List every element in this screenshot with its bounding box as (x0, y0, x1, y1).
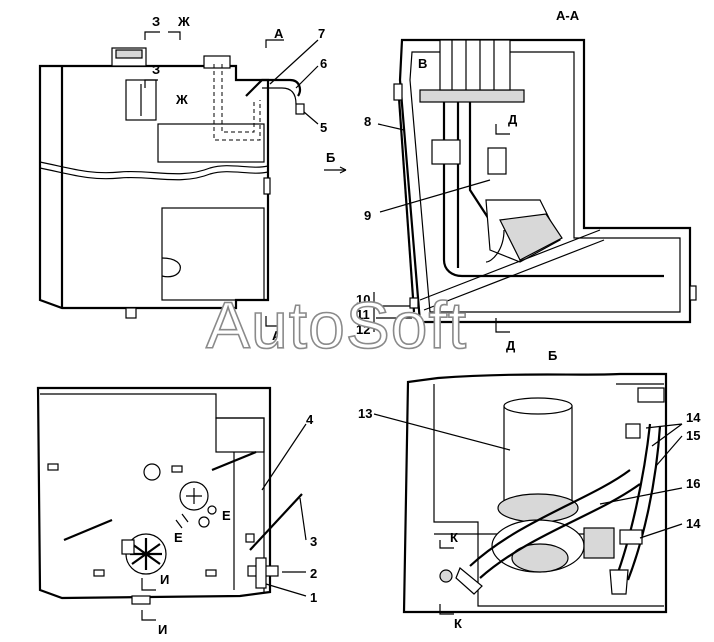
marker-b-arrow: Б (326, 150, 335, 165)
callouts-section: 8 9 10 11 12 (356, 114, 491, 337)
watermark: AutoSoft (206, 288, 467, 362)
marker-d-top: Д (508, 112, 518, 127)
marker-v: В (418, 56, 427, 71)
callout-3: 3 (310, 534, 317, 549)
section-aa-view: А-А В Д Д (393, 8, 697, 353)
callout-1: 1 (310, 590, 317, 605)
callout-4: 4 (306, 412, 314, 427)
marker-a-top: А (274, 26, 284, 41)
marker-e-right: Е (222, 508, 231, 523)
callout-10: 10 (356, 292, 370, 307)
callout-11: 11 (356, 307, 370, 322)
callout-5: 5 (320, 120, 327, 135)
marker-d-bottom: Д (506, 338, 516, 353)
callouts-front: Е Е И И 4 3 2 1 (141, 412, 317, 637)
callout-7: 7 (318, 26, 325, 41)
callout-13: 13 (358, 406, 372, 421)
section-aa-title: А-А (556, 8, 580, 23)
marker-i-bottom: И (158, 622, 167, 637)
marker-zh-top: Ж (177, 14, 190, 29)
view-b: Б (402, 348, 668, 614)
marker-a-bottom: А (272, 328, 282, 343)
marker-e-left: Е (174, 530, 183, 545)
callout-15: 15 (686, 428, 700, 443)
marker-k-bottom: К (454, 616, 462, 631)
callouts-side: 7 6 5 (269, 26, 327, 135)
callout-14-top: 14 (686, 410, 701, 425)
view-b-title: Б (548, 348, 557, 363)
marker-z-top: З (152, 14, 160, 29)
callout-2: 2 (310, 566, 317, 581)
callout-9: 9 (364, 208, 371, 223)
section-markers-top: З Ж З Ж А А Б (144, 14, 347, 343)
callout-16: 16 (686, 476, 700, 491)
front-view (36, 386, 303, 605)
callout-6: 6 (320, 56, 327, 71)
marker-k-mid: К (450, 530, 458, 545)
marker-i-mid: И (160, 572, 169, 587)
callout-12: 12 (356, 322, 370, 337)
marker-z-mid: З (152, 62, 160, 77)
side-view (38, 47, 305, 319)
callout-8: 8 (364, 114, 371, 129)
callouts-view-b: 13 14 15 16 14 К К (358, 406, 701, 631)
marker-zh-mid: Ж (175, 92, 188, 107)
callout-14-bottom: 14 (686, 516, 701, 531)
